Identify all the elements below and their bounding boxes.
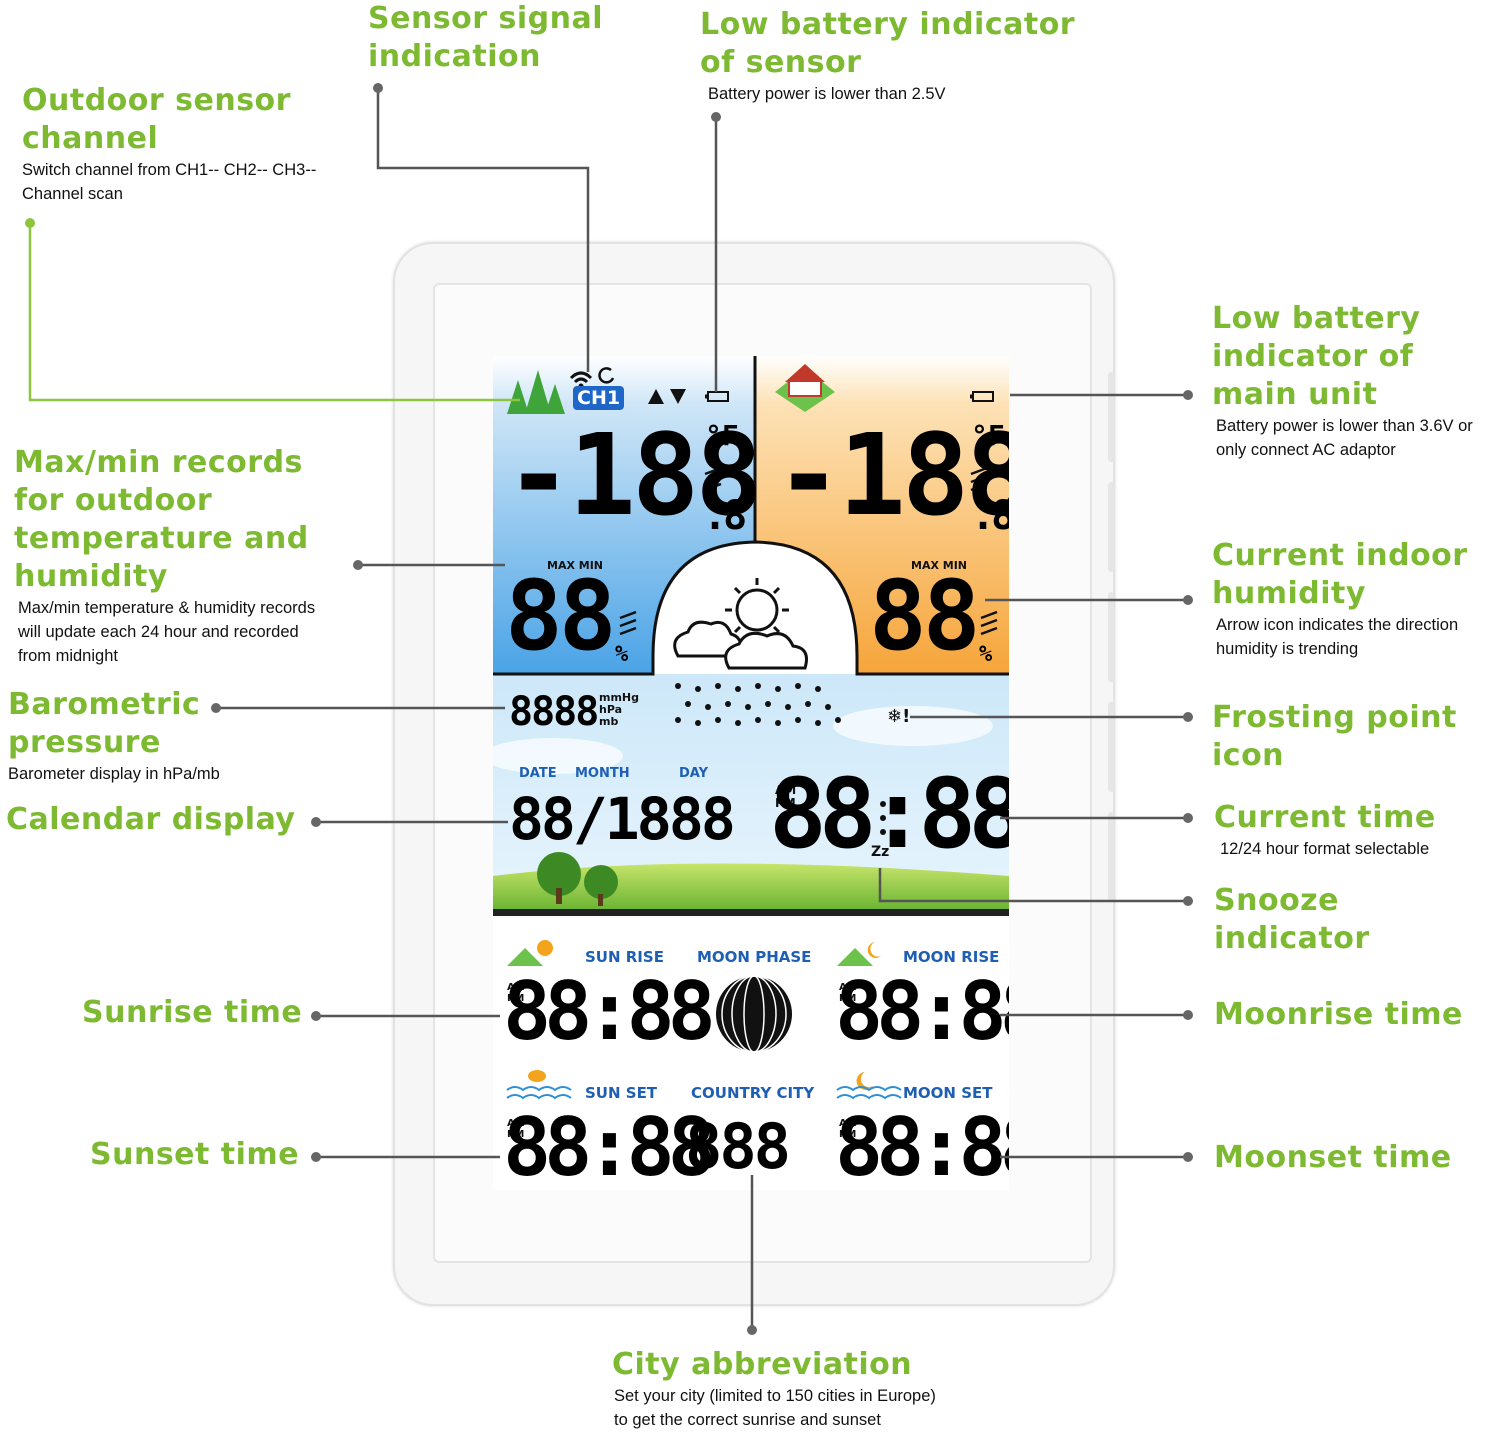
sun-set-label: SUN SET (585, 1084, 658, 1102)
moonrise-pm: PM (839, 993, 857, 1004)
moonset-am: AM (839, 1118, 857, 1129)
moon-set-label: MOON SET (903, 1084, 993, 1102)
callout-outdoor-channel: Outdoor sensor channel Switch channel fr… (22, 82, 342, 206)
pressure-unit-hpa: hPa (599, 703, 623, 716)
callout-title: Low battery indicator of main unit (1212, 301, 1421, 412)
moonrise-digits: 88:88 (835, 965, 1009, 1058)
lcd-top-panel: CH1 -188 .8 °F -188 .8 °F MAX MIN MAX MI… (493, 356, 1009, 916)
callout-title: Sensor signal indication (368, 1, 604, 74)
callout-sunset: Sunset time (90, 1136, 320, 1174)
indoor-temp-decimal: .8 (971, 493, 1009, 539)
pressure-unit-mb: mb (599, 715, 619, 728)
date-digits: 88/18 (509, 785, 672, 853)
indoor-temp-unit: °F (971, 419, 1005, 452)
outdoor-maxmin-label: MAX MIN (547, 559, 604, 572)
callout-snooze: Snooze indicator (1214, 882, 1500, 958)
day-digits: 888 (637, 785, 736, 853)
callout-title: Calendar display (6, 802, 296, 837)
clock-digits: 88:88 (769, 758, 1009, 870)
callout-desc: 12/24 hour format selectable (1220, 840, 1430, 858)
city-digits: 888 (685, 1110, 791, 1183)
sunset-pm: PM (507, 1129, 525, 1140)
callout-title: Low battery indicator of sensor (700, 7, 1076, 80)
country-city-label: COUNTRY CITY (691, 1084, 815, 1102)
callout-calendar: Calendar display (6, 801, 306, 839)
indoor-temp-digits: -188 (775, 411, 1009, 541)
callout-title: Barometric pressure (8, 687, 201, 760)
indoor-humidity-percent: % (979, 642, 993, 667)
callout-sensor-signal: Sensor signal indication (368, 0, 618, 76)
callout-current-time: Current time 12/24 hour format selectabl… (1214, 799, 1494, 861)
outdoor-humidity-digits: 88 (505, 560, 617, 672)
callout-desc: Set your city (limited to 150 cities in … (614, 1387, 936, 1429)
outdoor-temp-digits: -188 (505, 411, 763, 541)
moonset-digits: 88:88 (835, 1101, 1009, 1190)
pressure-unit-mmhg: mmHg (599, 691, 640, 704)
indoor-humidity-digits: 88 (869, 560, 981, 672)
day-label: DAY (679, 766, 709, 781)
month-label: MONTH (575, 766, 630, 781)
sunset-am: AM (507, 1118, 525, 1129)
callout-indoor-humidity: Current indoor humidity Arrow icon indic… (1212, 537, 1492, 661)
clock-am: AM (775, 783, 797, 797)
callout-desc: Battery power is lower than 3.6V or only… (1216, 417, 1473, 459)
callout-desc: Battery power is lower than 2.5V (708, 85, 946, 103)
clock-pm: PM (775, 796, 796, 810)
callout-desc: Arrow icon indicates the direction humid… (1216, 616, 1459, 658)
sunrise-digits: 88:88 (503, 965, 716, 1058)
callout-title: Moonset time (1214, 1140, 1452, 1175)
outdoor-humidity-percent: % (615, 642, 629, 667)
callout-title: Snooze indicator (1214, 883, 1370, 956)
callout-title: Current time (1214, 800, 1436, 835)
callout-title: Outdoor sensor channel (22, 83, 291, 156)
callout-title: City abbreviation (612, 1347, 913, 1382)
pressure-digits: 8888 (509, 689, 599, 735)
indoor-maxmin-label: MAX MIN (911, 559, 968, 572)
lcd-bottom-icons (506, 940, 902, 1100)
callout-title: Moonrise time (1214, 997, 1463, 1032)
callout-low-battery-main: Low battery indicator of main unit Batte… (1212, 300, 1482, 462)
callout-title: Max/min records for outdoor temperature … (14, 445, 309, 594)
callout-sunrise: Sunrise time (82, 994, 312, 1032)
callout-moonrise: Moonrise time (1214, 996, 1484, 1034)
frost-point-icon: ❄! (887, 706, 911, 727)
callout-city: City abbreviation Set your city (limited… (612, 1346, 972, 1432)
callout-title: Frosting point icon (1212, 700, 1457, 773)
moonset-pm: PM (839, 1129, 857, 1140)
callout-title: Sunrise time (82, 995, 303, 1030)
outdoor-temp-unit: °F (705, 419, 739, 452)
date-label: DATE (519, 766, 557, 781)
callout-barometric: Barometric pressure Barometer display in… (8, 686, 298, 786)
callout-desc: Barometer display in hPa/mb (8, 765, 220, 783)
moon-phase-label: MOON PHASE (697, 948, 812, 966)
callout-desc: Max/min temperature & humidity records w… (18, 599, 316, 665)
sun-rise-label: SUN RISE (585, 948, 664, 966)
sunset-digits: 88:88 (503, 1101, 716, 1190)
sunrise-pm: PM (507, 993, 525, 1004)
side-buttons (1108, 372, 1116, 972)
channel-label: CH (577, 387, 607, 409)
sunrise-am: AM (507, 982, 525, 993)
callout-maxmin-records: Max/min records for outdoor temperature … (14, 444, 334, 668)
callout-low-battery-sensor: Low battery indicator of sensor Battery … (700, 6, 1080, 106)
outdoor-temp-decimal: .8 (703, 493, 747, 539)
channel-digit: 1 (606, 387, 621, 409)
snooze-zz-icon: Zz (871, 844, 890, 860)
callout-title: Current indoor humidity (1212, 538, 1468, 611)
moonrise-am: AM (839, 982, 857, 993)
callout-desc: Switch channel from CH1-- CH2-- CH3--Cha… (22, 161, 317, 203)
lcd-background (493, 356, 1009, 916)
callout-frosting-point: Frosting point icon (1212, 699, 1482, 775)
callout-title: Sunset time (90, 1137, 300, 1172)
callout-moonset: Moonset time (1214, 1139, 1484, 1177)
moon-rise-label: MOON RISE (903, 948, 1000, 966)
